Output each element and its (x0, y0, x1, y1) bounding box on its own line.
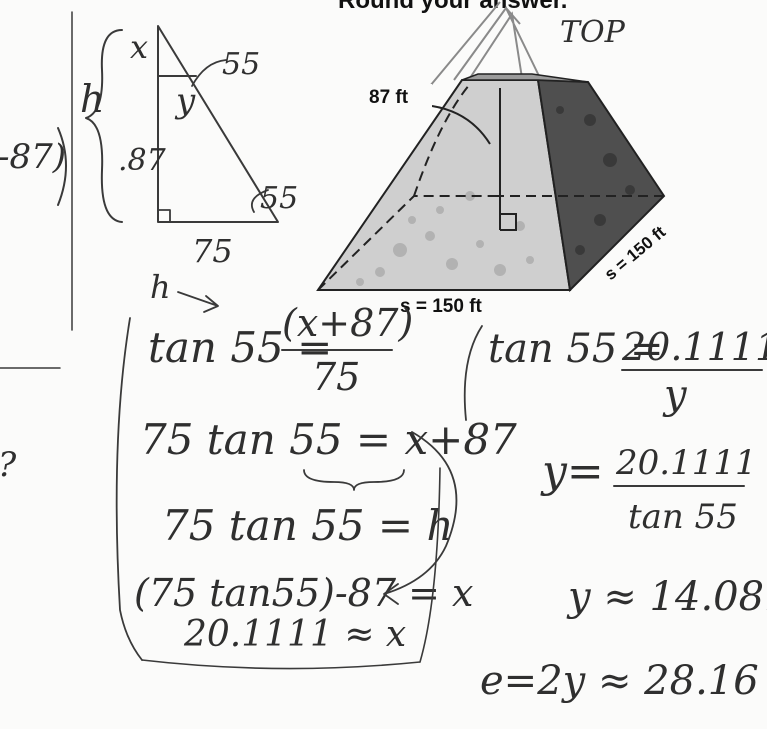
work-right-line1-denominator: y (662, 372, 688, 418)
work-right-line1-numerator: 20.1111 (621, 325, 767, 369)
hidden-edges (317, 83, 664, 291)
angle-top-leader (191, 59, 227, 87)
height-label: 87 ft (369, 87, 409, 108)
height-label-bg (366, 84, 432, 108)
triangle (157, 25, 279, 223)
side-87-label: .87 (118, 143, 167, 178)
triangle-sketch: h x y .87 55 55 75 (80, 25, 298, 270)
work-right-bracket (463, 325, 483, 421)
work-left-line3: 75 tan 55 = h (162, 501, 454, 550)
shading-speckles (356, 191, 534, 286)
x87-underbrace (303, 469, 405, 491)
work-right-line1-lhs: tan 55 = (488, 326, 664, 372)
work-left: h tan 55 = (x+87) 75 75 tan 55 = x+87 75… (115, 268, 517, 670)
y-label: y (174, 81, 196, 121)
base-label: 75 (192, 232, 233, 270)
work-left-line2: 75 tan 55 = x+87 (140, 415, 517, 464)
dark-speckles (556, 106, 635, 255)
right-angle-marker (157, 209, 171, 223)
margin-paren (57, 127, 67, 206)
margin-fragment-bottom: ? (0, 445, 17, 485)
height-arrow (431, 105, 491, 145)
height-line (499, 88, 517, 231)
pyramid-figure: TOP 87 ft s = 150 ft s = 150 ft (316, 1, 669, 317)
h-arrow-note: h (150, 268, 171, 306)
work-right: tan 55 = 20.1111 y y= 20.1111 tan 55 y ≈… (463, 325, 767, 704)
work-right-line2-numerator: 20.1111 (615, 443, 757, 483)
h-label: h (80, 77, 104, 121)
work-left-line1-numerator: (x+87) (282, 301, 413, 345)
base-label: s = 150 ft (400, 296, 483, 317)
work-left-underline (141, 467, 441, 670)
substitution-arrow (383, 431, 458, 605)
angle-bottom-label: 55 (260, 181, 298, 216)
h-brace (85, 29, 123, 223)
work-right-line2-lhs: y= (540, 446, 604, 497)
work-right-line2-denominator: tan 55 (628, 497, 738, 537)
work-left-line5: 20.1111 ≈ x (183, 614, 406, 655)
work-left-line1-lhs: tan 55 = (148, 323, 332, 372)
margin-fragment-top: -87) (0, 137, 66, 177)
h-arrow (177, 291, 219, 313)
work-right-line3: y ≈ 14.0819 (566, 574, 767, 620)
top-label: TOP (560, 15, 626, 50)
work-left-line4: (75 tan55)-87 = x (134, 571, 473, 615)
top-face (461, 73, 589, 83)
work-right-line4: e=2y ≈ 28.16 (480, 658, 759, 704)
top-strings (429, 1, 541, 87)
cut-off-header: Round your answer. (338, 0, 567, 14)
angle-bottom-leader (250, 189, 269, 213)
work-left-line1-denominator: 75 (312, 355, 360, 399)
x-label: x (130, 28, 148, 66)
angle-top-label: 55 (222, 47, 260, 82)
work-left-bracket (115, 317, 143, 661)
